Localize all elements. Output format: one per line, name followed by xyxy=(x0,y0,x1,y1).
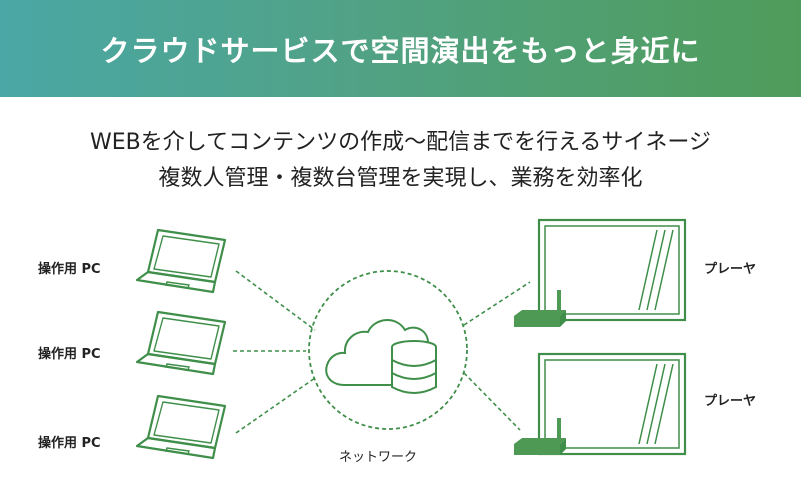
laptop-icon xyxy=(135,394,227,460)
player-label: プレーヤ xyxy=(704,394,757,409)
pc-label: 操作用 PC xyxy=(38,262,101,277)
laptop-icon xyxy=(135,228,227,294)
laptop-icon xyxy=(135,310,227,376)
description-line-1: WEBを介してコンテンツの作成〜配信までを行えるサイネージ xyxy=(90,130,711,155)
pc-label: 操作用 PC xyxy=(38,436,101,451)
page-title: クラウドサービスで空間演出をもっと身近に xyxy=(100,33,701,68)
cloud-database-icon xyxy=(308,270,468,430)
header-banner: クラウドサービスで空間演出をもっと身近に xyxy=(0,0,801,97)
network-label: ネットワーク xyxy=(339,450,418,465)
connector-lines xyxy=(233,270,531,434)
description-line-2: 複数人管理・複数台管理を実現し、業務を効率化 xyxy=(158,166,643,191)
pc-label: 操作用 PC xyxy=(38,347,101,362)
player-label: プレーヤ xyxy=(704,262,757,277)
